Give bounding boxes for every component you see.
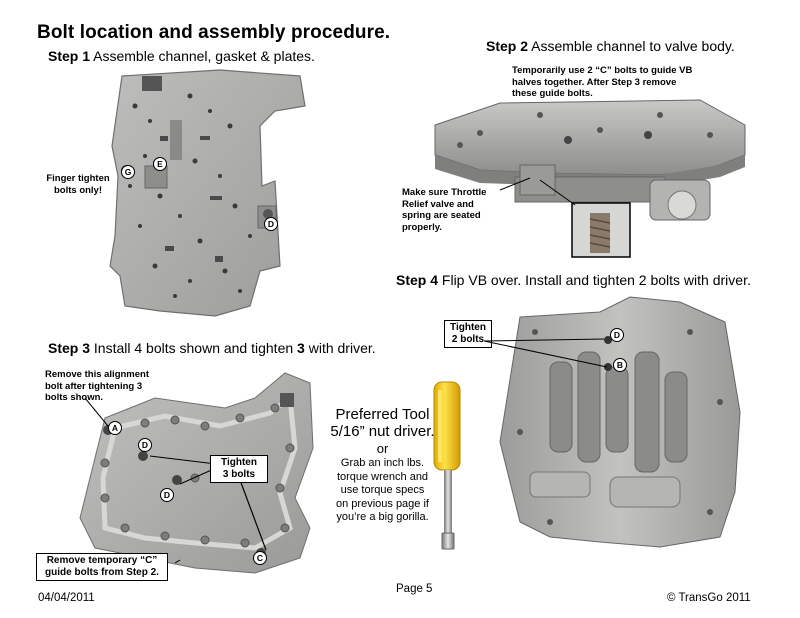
step2-left-note: Make sure Throttle Relief valve and spri… <box>402 187 486 233</box>
step2-heading: Step 2 Assemble channel to valve body. <box>486 38 735 54</box>
step3-text: Install 4 bolts shown and tighten <box>90 340 298 356</box>
tool-desc-line2: torque wrench and <box>336 470 429 483</box>
step2-top-note-line3: these guide bolts. <box>512 88 593 99</box>
step3-arrows <box>84 398 267 564</box>
step4-tighten-line2: 2 bolts <box>451 334 485 345</box>
step3-channel-plate-image <box>79 372 314 574</box>
callout-d-step3-2: D <box>160 488 174 502</box>
tool-line2: 5/16” nut driver. <box>330 423 435 440</box>
step3-remove-box: Remove temporary “C” guide bolts from St… <box>36 553 168 581</box>
step3-remove-line2: guide bolts from Step 2. <box>45 567 159 578</box>
step3-top-note-line3: bolts shown. <box>45 392 104 403</box>
page-title: Bolt location and assembly procedure. <box>37 22 391 43</box>
step4-text: Flip VB over. Install and tighten 2 bolt… <box>438 272 751 288</box>
step4-number: Step 4 <box>396 272 439 288</box>
step2-number: Step 2 <box>486 38 529 54</box>
footer-page: Page 5 <box>396 583 433 595</box>
callout-d-step3-1: D <box>138 438 152 452</box>
tool-desc-line1: Grab an inch lbs. <box>340 457 425 469</box>
step3-tighten-box: Tighten 3 bolts <box>210 455 268 483</box>
step3-text2: with driver. <box>304 340 376 356</box>
step3-remove-line1: Remove temporary “C” <box>46 555 158 566</box>
step2-left-note-line4: properly. <box>402 221 442 233</box>
step2-top-note-line1: Temporarily use 2 “C” bolts to guide VB <box>512 65 693 76</box>
step1-note: Finger tighten bolts only! <box>43 173 113 196</box>
step2-top-note-line2: halves together. After Step 3 remove <box>512 76 677 88</box>
step2-text: Assemble channel to valve body. <box>528 38 735 54</box>
step1-heading: Step 1 Assemble channel, gasket & plates… <box>48 48 315 64</box>
step3-heading: Step 3 Install 4 bolts shown and tighten… <box>48 340 376 356</box>
step2-left-note-line3: spring are seated <box>402 210 481 221</box>
step1-number: Step 1 <box>48 48 91 64</box>
step2-left-note-line1: Make sure Throttle <box>402 187 487 198</box>
step4-heading: Step 4 Flip VB over. Install and tighten… <box>396 272 751 288</box>
step3-top-note: Remove this alignment bolt after tighten… <box>45 369 149 404</box>
tool-desc-line4: on previous page if <box>336 497 429 510</box>
step3-bold-3: 3 <box>297 340 305 356</box>
tool-or: or <box>376 441 389 456</box>
step1-plate-image <box>109 69 306 317</box>
step2-top-note: Temporarily use 2 “C” bolts to guide VB … <box>512 65 692 100</box>
step3-top-note-line1: Remove this alignment <box>45 369 149 380</box>
callout-d: D <box>264 217 278 231</box>
callout-d-step4: D <box>610 328 624 342</box>
tool-desc-line5: you’re a big gorilla. <box>336 511 429 523</box>
nut-driver-image <box>433 381 461 550</box>
step4-arrows <box>483 338 608 368</box>
footer-date: 04/04/2011 <box>38 592 95 604</box>
step4-tighten-box: Tighten 2 bolts <box>444 320 492 348</box>
step1-note-line2: bolts only! <box>53 184 103 196</box>
step3-tighten-line2: 3 bolts <box>222 469 256 480</box>
footer-copyright: © TransGo 2011 <box>667 592 751 604</box>
tool-text: Preferred Tool 5/16” nut driver. or Grab… <box>320 406 445 525</box>
step4-valve-body-image <box>499 296 741 548</box>
callout-c: C <box>253 551 267 565</box>
tool-desc-line3: use torque specs <box>340 484 425 496</box>
step2-left-note-line2: Relief valve and <box>402 198 474 210</box>
callout-b-step4: B <box>613 358 627 372</box>
step4-tighten-line1: Tighten <box>450 322 486 333</box>
callout-e: E <box>153 157 167 171</box>
step1-note-line1: Finger tighten <box>46 173 110 184</box>
step3-number: Step 3 <box>48 340 91 356</box>
step2-valve-body-image <box>434 99 746 258</box>
tool-line1: Preferred Tool <box>335 406 430 423</box>
callout-a: A <box>108 421 122 435</box>
step3-tighten-line1: Tighten <box>221 457 257 468</box>
step1-text: Assemble channel, gasket & plates. <box>90 48 315 64</box>
step3-top-note-line2: bolt after tightening 3 <box>45 380 143 392</box>
callout-g: G <box>121 165 135 179</box>
